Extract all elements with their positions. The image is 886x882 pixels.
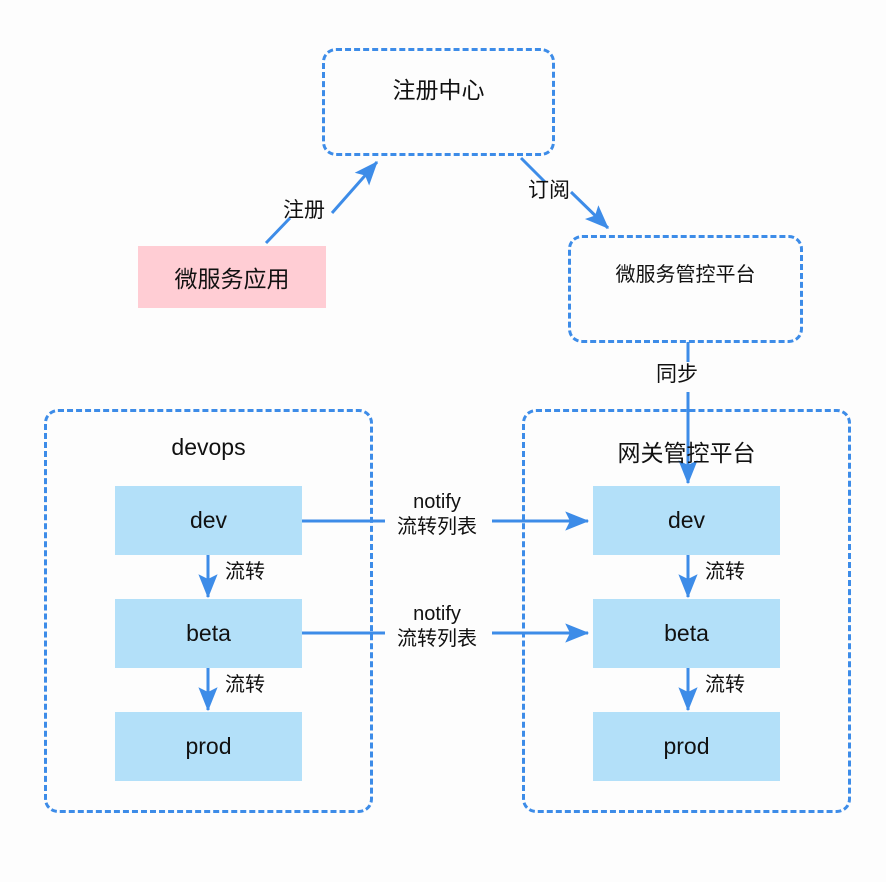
gateway-env-prod[interactable]: prod <box>593 712 780 781</box>
devops-env-dev[interactable]: dev <box>115 486 302 555</box>
gateway-env-dev-label: dev <box>667 507 706 533</box>
devops-env-dev-label: dev <box>189 507 228 533</box>
edge-label-notify-dev-line2: 流转列表 <box>397 516 477 538</box>
edge-label-notify-beta-line2: 流转列表 <box>397 628 477 650</box>
gateway-env-prod-label: prod <box>663 733 710 759</box>
edge-label-flow-dev-beta-right: 流转 <box>705 561 745 583</box>
microservice-app-box[interactable]: 微服务应用 <box>138 246 326 308</box>
edge-label-register: 注册 <box>283 199 325 222</box>
registry-center-label: 注册中心 <box>392 77 485 103</box>
devops-container[interactable]: devops <box>44 409 373 813</box>
devops-env-prod-label: prod <box>185 733 232 759</box>
gateway-env-dev[interactable]: dev <box>593 486 780 555</box>
microservice-app-label: 微服务应用 <box>174 266 290 292</box>
gateway-env-beta-label: beta <box>664 620 709 646</box>
edge-label-notify-dev-line1: notify <box>413 491 461 513</box>
edge-label-flow-beta-prod-left: 流转 <box>225 674 265 696</box>
edge-label-notify-dev: notify 流转列表 <box>387 490 487 540</box>
edge-label-flow-beta-prod-right: 流转 <box>705 674 745 696</box>
gateway-env-beta[interactable]: beta <box>593 599 780 668</box>
gateway-container-label: 网关管控平台 <box>617 440 756 466</box>
devops-env-beta[interactable]: beta <box>115 599 302 668</box>
gateway-container[interactable]: 网关管控平台 <box>522 409 851 813</box>
edge-label-subscribe: 订阅 <box>528 179 570 202</box>
devops-env-beta-label: beta <box>186 620 231 646</box>
devops-env-prod[interactable]: prod <box>115 712 302 781</box>
edge-label-sync: 同步 <box>656 363 698 386</box>
registry-center-box[interactable]: 注册中心 <box>322 48 555 156</box>
edge-label-flow-dev-beta-left: 流转 <box>225 561 265 583</box>
devops-container-label: devops <box>171 434 246 460</box>
edge-label-notify-beta-line1: notify <box>413 603 461 625</box>
micro-manage-platform-label: 微服务管控平台 <box>615 264 756 286</box>
edge-label-notify-beta: notify 流转列表 <box>387 602 487 652</box>
micro-manage-platform-box[interactable]: 微服务管控平台 <box>568 235 803 343</box>
